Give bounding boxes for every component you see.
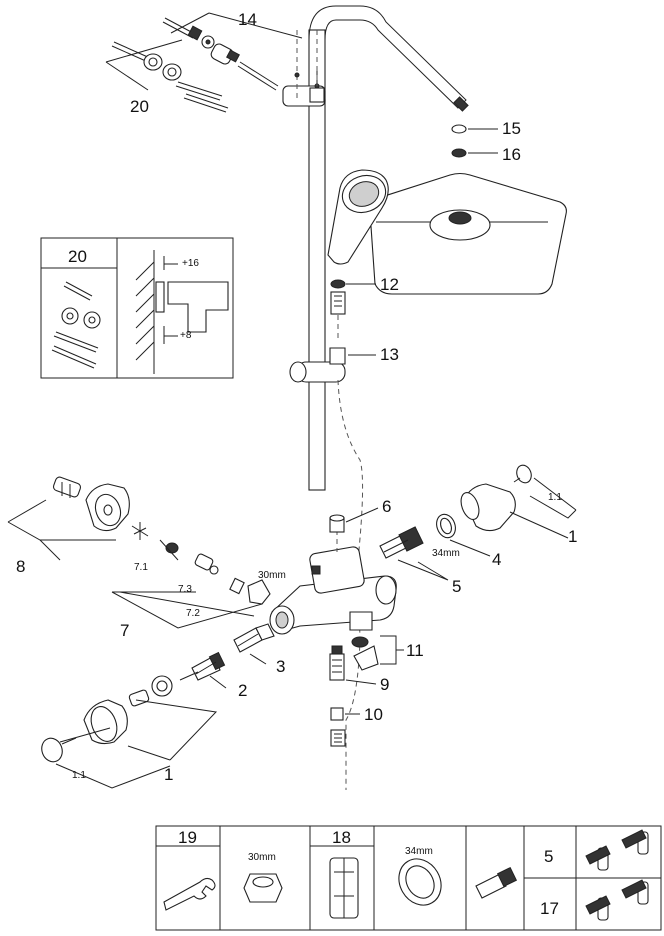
tool-label-18: 18 xyxy=(332,828,351,847)
label-10: 10 xyxy=(364,705,383,724)
label-9: 9 xyxy=(380,675,389,694)
label-1-1-top: 1.1 xyxy=(548,492,562,503)
label-1-top: 1 xyxy=(568,527,577,546)
cap-1-1-bottom xyxy=(41,737,77,763)
label-7-size: 30mm xyxy=(258,570,286,581)
cartridge-3 xyxy=(233,623,275,653)
label-6: 6 xyxy=(382,497,391,516)
handle-1-bottom xyxy=(83,699,128,745)
label-7-1: 7.1 xyxy=(134,562,148,573)
label-15: 15 xyxy=(502,119,521,138)
tool-size-34mm: 34mm xyxy=(405,846,433,857)
cartridge-5 xyxy=(379,526,424,559)
cap-1-1-right xyxy=(513,464,532,484)
label-7-2: 7.2 xyxy=(186,608,200,619)
label-11: 11 xyxy=(406,641,424,660)
hose-nut-top xyxy=(330,291,346,315)
plug-14 xyxy=(210,43,240,65)
label-3: 3 xyxy=(276,657,285,676)
cartridge-icon xyxy=(475,866,518,899)
label-7-3: 7.3 xyxy=(178,584,192,595)
tool-table: 19 30mm 18 34mm 5 17 xyxy=(155,825,662,931)
slider-13 xyxy=(289,347,346,383)
thermostat-mixer-body xyxy=(269,546,397,635)
insert-1-bottom xyxy=(128,675,173,707)
star-clip-8 xyxy=(131,522,149,540)
handle-8 xyxy=(85,483,130,532)
label-20: 20 xyxy=(130,97,149,116)
part-7-2 xyxy=(229,577,271,605)
inset-dim-top: +16 xyxy=(182,258,199,269)
tool-label-19: 19 xyxy=(178,828,197,847)
label-13: 13 xyxy=(380,345,399,364)
inset-dim-bottom: +8 xyxy=(180,330,192,341)
label-16: 16 xyxy=(502,145,521,164)
hose-fitting-bottom xyxy=(330,729,346,747)
tool-label-5: 5 xyxy=(544,847,553,866)
cartridge-2 xyxy=(191,651,226,681)
tool-size-30mm: 30mm xyxy=(248,852,276,863)
label-1-bottom: 1 xyxy=(164,765,173,784)
check-valve-9 xyxy=(329,645,345,681)
assembly-tool-18-icon xyxy=(329,857,359,919)
long-screw-14 xyxy=(237,61,300,91)
washer-15 xyxy=(451,124,467,134)
tool-label-17: 17 xyxy=(540,899,559,918)
label-8: 8 xyxy=(16,557,25,576)
screw-14 xyxy=(162,17,203,41)
part-11-adapter xyxy=(351,636,379,671)
ring-4 xyxy=(436,513,456,539)
washer-14 xyxy=(201,35,215,49)
seal-16 xyxy=(451,148,467,158)
label-1-1-bottom: 1.1 xyxy=(72,770,86,781)
nut-10 xyxy=(330,707,344,721)
ring-34mm-icon xyxy=(398,858,442,906)
handle-1-right xyxy=(460,483,516,532)
thermometer-icon-bottom xyxy=(585,879,649,921)
shower-arm xyxy=(308,5,469,112)
label-7: 7 xyxy=(120,621,129,640)
label-5: 5 xyxy=(452,577,461,596)
thermometer-icon-top xyxy=(585,829,649,871)
label-2: 2 xyxy=(238,681,247,700)
inset-detail-20 xyxy=(40,237,234,379)
washer-12 xyxy=(330,279,346,289)
insert-8 xyxy=(52,476,82,498)
label-14: 14 xyxy=(238,10,257,29)
hand-shower xyxy=(327,169,389,265)
screws-20 xyxy=(111,41,229,113)
label-12: 12 xyxy=(380,275,399,294)
label-4-size: 34mm xyxy=(432,548,460,559)
label-4: 4 xyxy=(492,550,501,569)
part-6-cap xyxy=(329,514,345,533)
overhead-shower-head xyxy=(367,172,567,295)
wrench-tool-icon xyxy=(163,877,216,911)
part-7-3 xyxy=(194,553,219,575)
inset-title: 20 xyxy=(68,247,87,266)
nut-30mm-icon xyxy=(243,873,283,903)
